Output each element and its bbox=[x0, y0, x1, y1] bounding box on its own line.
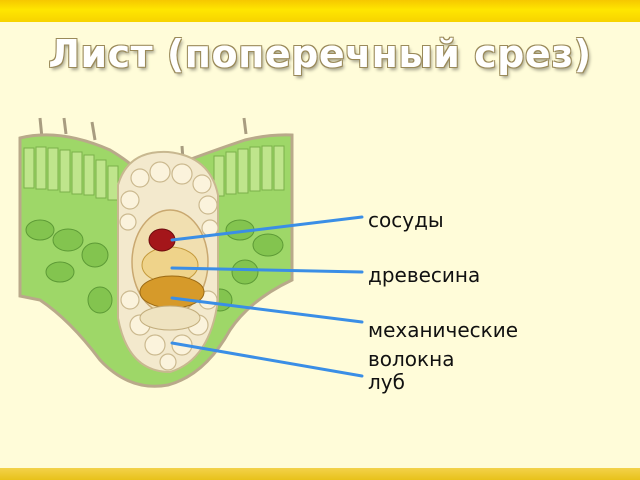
palisade-cells bbox=[23, 145, 285, 201]
leader-line-vessels bbox=[170, 215, 364, 242]
leader-line-fibers bbox=[170, 296, 364, 324]
label-vessels: сосуды bbox=[368, 208, 444, 232]
label-fibers-line1: механические bbox=[368, 318, 519, 342]
slide-title: Лист (поперечный срез) bbox=[48, 32, 592, 76]
mechanical-fibers bbox=[139, 275, 205, 309]
label-wood: древесина bbox=[368, 263, 481, 287]
leader-line-wood bbox=[170, 266, 364, 274]
midrib-parenchyma bbox=[119, 161, 219, 371]
label-phloem: луб bbox=[368, 370, 405, 394]
spongy-cells bbox=[25, 219, 284, 314]
label-fibers-line2: волокна bbox=[368, 347, 455, 371]
bottom-accent-bar bbox=[0, 468, 640, 480]
phloem bbox=[139, 305, 201, 331]
leader-line-phloem bbox=[170, 341, 364, 378]
top-accent-bar bbox=[0, 0, 640, 22]
leader-lines bbox=[170, 215, 364, 378]
